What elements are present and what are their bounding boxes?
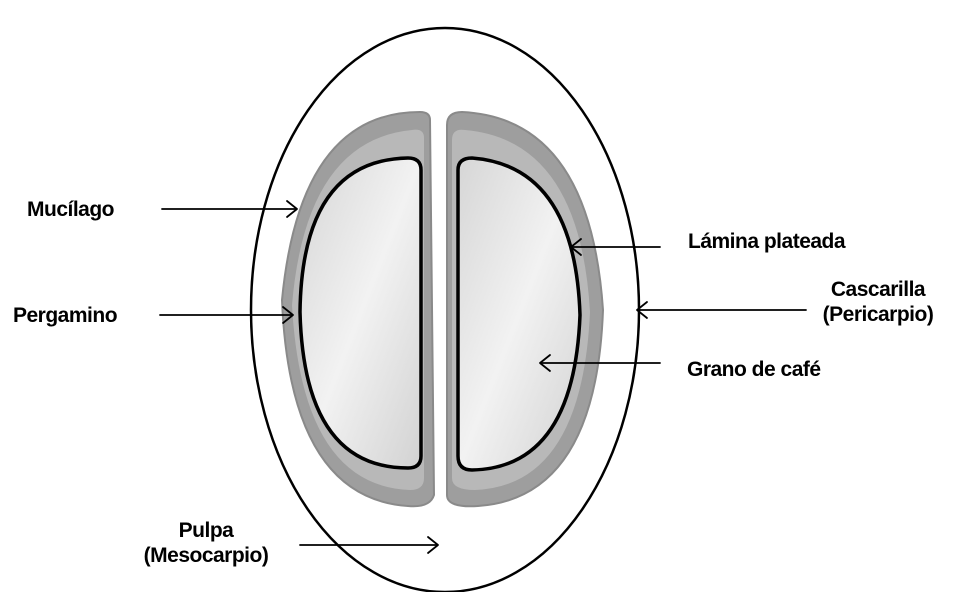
cascarilla-arrow — [637, 302, 806, 318]
label-pulpa: Pulpa (Mesocarpio) — [126, 518, 286, 568]
label-cascarilla-line1: Cascarilla — [798, 277, 958, 302]
label-pergamino: Pergamino — [13, 303, 117, 328]
label-grano-de-cafe: Grano de café — [687, 357, 821, 382]
label-lamina-plateada: Lámina plateada — [688, 229, 845, 254]
label-cascarilla-line2: (Pericarpio) — [798, 302, 958, 327]
label-pulpa-line1: Pulpa — [126, 518, 286, 543]
label-cascarilla: Cascarilla (Pericarpio) — [798, 277, 958, 327]
label-mucilago: Mucílago — [27, 197, 114, 222]
label-pulpa-line2: (Mesocarpio) — [126, 543, 286, 568]
